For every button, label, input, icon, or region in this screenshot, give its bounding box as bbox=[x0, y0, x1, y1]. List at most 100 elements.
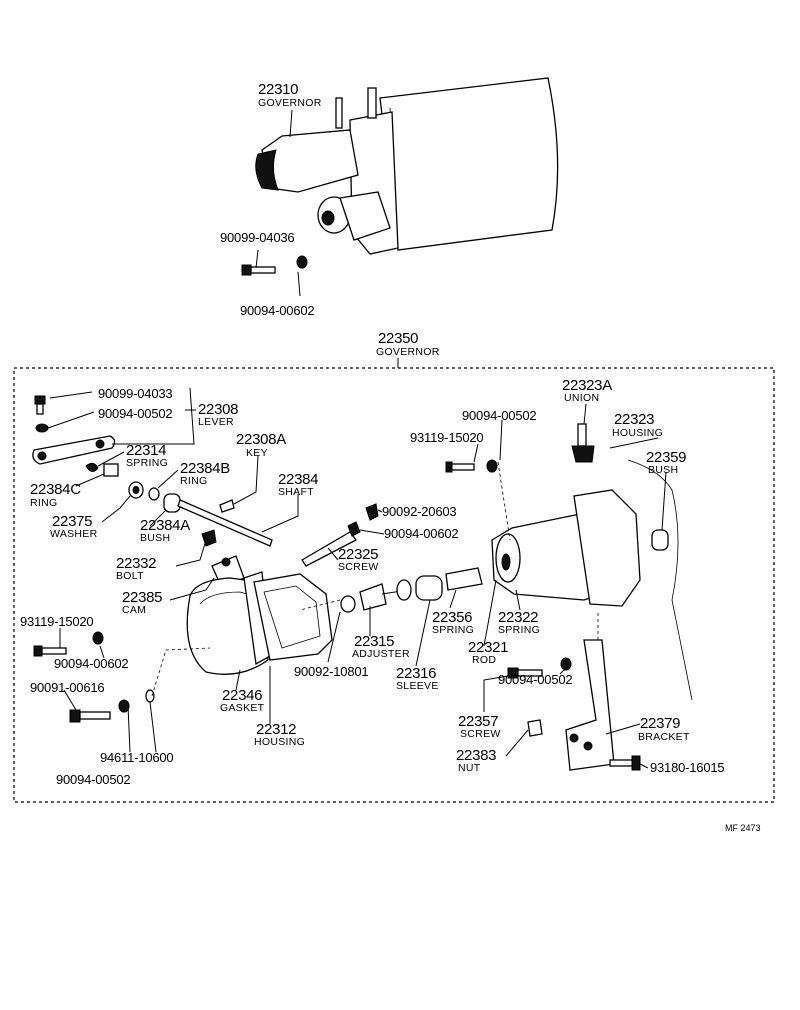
label-key-num: 22308A bbox=[236, 431, 286, 448]
label-gasket-num: 22346 bbox=[222, 687, 262, 704]
label-spring-22314-num: 22314 bbox=[126, 442, 166, 459]
bolt-90099-04036-illustration bbox=[241, 264, 276, 276]
screw-22357-illustration bbox=[507, 667, 543, 679]
bracket-22379-illustration bbox=[565, 639, 615, 771]
label-housing-22312-name: HOUSING bbox=[254, 736, 305, 748]
label-washer-22375-num: 22375 bbox=[52, 513, 92, 530]
label-90094-00502-c: 90094-00502 bbox=[56, 772, 130, 787]
footer-reference: MF 2473 bbox=[725, 823, 761, 833]
label-spring-22356-num: 22356 bbox=[432, 609, 472, 626]
label-90094-00602-c: 90094-00602 bbox=[54, 656, 128, 671]
label-key-name: KEY bbox=[246, 447, 268, 459]
leader-lines bbox=[47, 387, 667, 769]
label-bush-22384a-num: 22384A bbox=[140, 517, 190, 534]
label-bracket-name: BRACKET bbox=[638, 731, 690, 743]
label-rod-name: ROD bbox=[472, 654, 496, 666]
label-washer-22375-name: WASHER bbox=[50, 528, 98, 540]
label-90092-20603: 90092-20603 bbox=[382, 504, 456, 519]
label-screw-22357-name: SCREW bbox=[460, 728, 501, 740]
label-assembly-num: 22350 bbox=[378, 330, 418, 347]
label-lever-name: LEVER bbox=[198, 416, 234, 428]
governor-22310-illustration bbox=[255, 129, 391, 241]
label-union-name: UNION bbox=[564, 392, 599, 404]
housing-22323-illustration bbox=[491, 489, 641, 607]
label-gasket-name: GASKET bbox=[220, 702, 265, 714]
bush-22359-illustration bbox=[651, 529, 669, 551]
label-housing-22312-num: 22312 bbox=[256, 721, 296, 738]
bush-22384a-illustration bbox=[163, 493, 181, 513]
ring-22384b-illustration bbox=[148, 487, 160, 501]
spring-22356-illustration bbox=[445, 567, 483, 591]
washer-90094-00502-b-illustration bbox=[486, 459, 498, 473]
shaft-22384-illustration bbox=[177, 499, 273, 547]
label-ring-22384c-name: RING bbox=[30, 497, 57, 509]
label-adjuster-num: 22315 bbox=[354, 633, 394, 650]
label-spring-22314-name: SPRING bbox=[126, 457, 168, 469]
label-nut-22383-num: 22383 bbox=[456, 747, 496, 764]
label-93119-15020-a: 93119-15020 bbox=[410, 430, 483, 445]
label-90094-00502-b: 90094-00502 bbox=[462, 408, 536, 423]
gasket-outline-rear bbox=[627, 459, 693, 701]
key-22308a-illustration bbox=[219, 499, 235, 513]
label-housing-22323-name: HOUSING bbox=[612, 427, 663, 439]
washer-94611-10600-illustration bbox=[145, 689, 155, 703]
label-screw-22325-num: 22325 bbox=[338, 546, 378, 563]
label-adjuster-name: ADJUSTER bbox=[352, 648, 410, 660]
label-bush-22359-num: 22359 bbox=[646, 449, 686, 466]
label-90094-00602-b: 90094-00602 bbox=[384, 526, 458, 541]
adjuster-22315-illustration bbox=[359, 579, 412, 611]
label-90094-00502-a: 90094-00502 bbox=[98, 406, 172, 421]
bolt-90091-00616-illustration bbox=[69, 709, 111, 723]
ring-22384c-illustration bbox=[103, 463, 119, 477]
label-bush-22384a-name: BUSH bbox=[140, 532, 170, 544]
label-nut-22383-name: NUT bbox=[458, 762, 481, 774]
bolt-22332-illustration bbox=[201, 529, 217, 547]
label-bolt-22332-name: BOLT bbox=[116, 570, 144, 582]
label-governor-num: 22310 bbox=[258, 81, 298, 98]
washer-90094-00602-b-illustration bbox=[347, 521, 361, 537]
label-spring-22322-num: 22322 bbox=[498, 609, 538, 626]
label-washer-90094-00602: 90094-00602 bbox=[240, 303, 314, 318]
washer-90094-00502-d-illustration bbox=[560, 657, 572, 671]
label-93180-16015: 93180-16015 bbox=[650, 760, 724, 775]
label-90091-00616: 90091-00616 bbox=[30, 680, 104, 695]
label-cam-name: CAM bbox=[122, 604, 146, 616]
washer-90094-00502-illustration bbox=[35, 423, 49, 433]
label-governor-name: GOVERNOR bbox=[258, 97, 322, 109]
label-93119-15020-b: 93119-15020 bbox=[20, 614, 93, 629]
label-ring-22384c-num: 22384C bbox=[30, 481, 81, 498]
nut-90092-20603-illustration bbox=[365, 503, 379, 521]
label-90092-10801: 90092-10801 bbox=[294, 664, 368, 679]
label-union-num: 22323A bbox=[562, 377, 612, 394]
screw-93119-15020-a-illustration bbox=[445, 461, 475, 473]
lever-22308-illustration bbox=[32, 435, 116, 465]
nut-22383-illustration bbox=[527, 719, 543, 737]
washer-90094-00602-c-illustration bbox=[92, 631, 104, 645]
label-90094-00502-d: 90094-00502 bbox=[498, 672, 572, 687]
label-90099-04033: 90099-04033 bbox=[98, 386, 172, 401]
label-shaft-num: 22384 bbox=[278, 471, 318, 488]
union-22323a-illustration bbox=[571, 423, 595, 463]
label-sleeve-name: SLEEVE bbox=[396, 680, 439, 692]
washer-90094-00602-illustration bbox=[296, 255, 308, 269]
label-bush-22359-name: BUSH bbox=[648, 464, 678, 476]
spring-22314-illustration bbox=[85, 462, 99, 472]
housing-22312-illustration bbox=[186, 571, 271, 675]
screw-93119-15020-b-illustration bbox=[33, 645, 67, 657]
label-sleeve-num: 22316 bbox=[396, 665, 436, 682]
sleeve-22316-illustration bbox=[415, 575, 443, 601]
label-housing-22323-num: 22323 bbox=[614, 411, 654, 428]
label-screw-22325-name: SCREW bbox=[338, 561, 379, 573]
label-ring-22384b-num: 22384B bbox=[180, 460, 230, 477]
washer-90094-00502-c-illustration bbox=[118, 699, 130, 713]
label-ring-22384b-name: RING bbox=[180, 475, 207, 487]
label-rod-num: 22321 bbox=[468, 639, 508, 656]
label-bolt-90099-04036: 90099-04036 bbox=[220, 230, 294, 245]
label-shaft-name: SHAFT bbox=[278, 486, 314, 498]
label-94611-10600: 94611-10600 bbox=[100, 750, 173, 765]
assembly-dashed-frame bbox=[13, 367, 775, 803]
bolt-90099-04033-illustration bbox=[34, 395, 46, 415]
nut-90092-10801-illustration bbox=[340, 595, 356, 613]
